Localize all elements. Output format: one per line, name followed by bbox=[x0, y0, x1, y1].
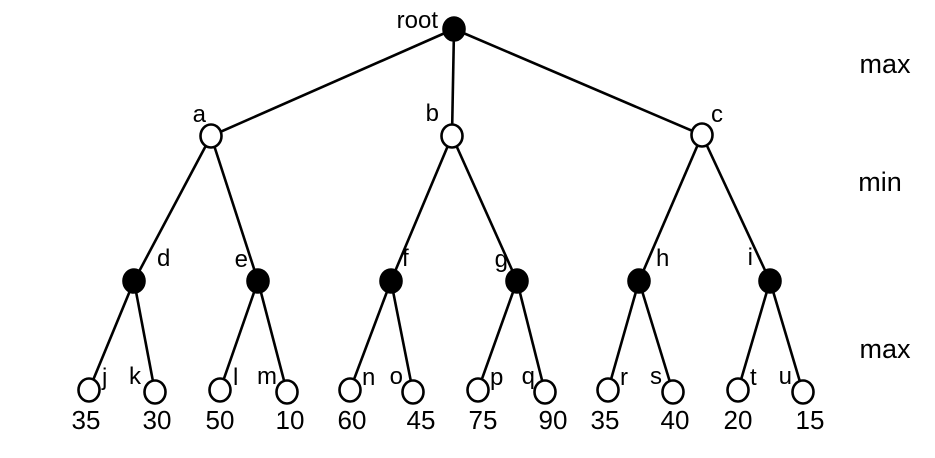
leaf-value-q: 90 bbox=[539, 405, 568, 435]
node-label-l: l bbox=[233, 364, 238, 391]
level-label-1-min: min bbox=[858, 167, 902, 197]
tree-node-t-open-circle bbox=[726, 377, 750, 403]
tree-node-m-open-circle bbox=[275, 379, 299, 405]
tree-edge-b-g bbox=[450, 135, 519, 282]
level-label-2-max: max bbox=[859, 334, 911, 364]
tree-edge-e-l bbox=[218, 280, 260, 391]
tree-edge-i-t bbox=[736, 280, 772, 391]
tree-edge-c-h bbox=[637, 134, 704, 282]
tree-edge-i-u bbox=[768, 280, 805, 393]
tree-edge-g-p bbox=[476, 280, 519, 391]
tree-edge-b-f bbox=[389, 135, 454, 282]
tree-node-l-open-circle bbox=[208, 377, 232, 403]
leaf-value-p: 75 bbox=[469, 405, 498, 435]
node-label-n: n bbox=[362, 364, 375, 391]
tree-node-o-open-circle bbox=[401, 379, 425, 405]
node-label-k: k bbox=[129, 363, 142, 390]
tree-edge-h-r bbox=[606, 280, 641, 391]
tree-node-a-open-circle bbox=[199, 123, 223, 149]
node-label-u: u bbox=[779, 363, 792, 390]
tree-node-h-filled-circle bbox=[627, 268, 651, 294]
node-label-m: m bbox=[257, 363, 277, 390]
tree-node-q-open-circle bbox=[533, 379, 557, 405]
tree-edge-root-b bbox=[450, 28, 456, 137]
level-label-0-max: max bbox=[859, 49, 911, 79]
tree-node-k-open-circle bbox=[143, 379, 167, 405]
tree-node-b-open-circle bbox=[440, 123, 464, 149]
tree-node-s-open-circle bbox=[661, 379, 685, 405]
leaf-value-o: 45 bbox=[407, 405, 436, 435]
tree-node-u-open-circle bbox=[791, 379, 815, 405]
tree-node-d-filled-circle bbox=[122, 268, 146, 294]
leaf-value-s: 40 bbox=[661, 405, 690, 435]
leaf-value-r: 35 bbox=[591, 405, 620, 435]
node-label-j: j bbox=[101, 364, 107, 391]
leaf-value-u: 15 bbox=[796, 405, 825, 435]
tree-node-r-open-circle bbox=[596, 377, 620, 403]
tree-node-g-filled-circle bbox=[505, 268, 529, 294]
tree-edge-e-m bbox=[256, 280, 289, 393]
node-label-e: e bbox=[235, 246, 248, 273]
tree-edge-g-q bbox=[515, 280, 547, 393]
node-label-root: root bbox=[397, 7, 439, 34]
tree-edge-d-k bbox=[132, 280, 157, 393]
tree-node-j-open-circle bbox=[77, 377, 101, 403]
node-label-i: i bbox=[748, 244, 753, 271]
tree-node-n-open-circle bbox=[338, 377, 362, 403]
tree-edge-a-d bbox=[132, 135, 213, 282]
node-label-p: p bbox=[490, 364, 503, 391]
node-label-f: f bbox=[402, 245, 409, 272]
node-label-r: r bbox=[620, 364, 628, 391]
tree-edge-f-n bbox=[348, 280, 393, 391]
leaf-value-k: 30 bbox=[143, 405, 172, 435]
node-label-s: s bbox=[650, 363, 662, 390]
node-label-h: h bbox=[656, 245, 669, 272]
leaf-value-j: 35 bbox=[72, 405, 101, 435]
tree-node-f-filled-circle bbox=[379, 268, 403, 294]
tree-edge-h-s bbox=[637, 280, 675, 393]
tree-node-e-filled-circle bbox=[246, 268, 270, 294]
tree-edge-d-j bbox=[87, 280, 136, 391]
tree-edge-a-e bbox=[209, 135, 260, 282]
tree-edge-root-c bbox=[453, 27, 703, 137]
node-label-g: g bbox=[495, 246, 508, 273]
tree-node-c-open-circle bbox=[690, 122, 714, 148]
tree-edge-f-o bbox=[389, 280, 415, 393]
tree-edge-c-i bbox=[700, 134, 772, 282]
node-label-a: a bbox=[193, 101, 207, 128]
leaf-value-m: 10 bbox=[276, 405, 305, 435]
leaf-value-l: 50 bbox=[206, 405, 235, 435]
node-label-t: t bbox=[750, 364, 757, 391]
node-label-b: b bbox=[426, 100, 439, 127]
node-label-q: q bbox=[522, 363, 535, 390]
node-label-d: d bbox=[157, 245, 170, 272]
tree-node-p-open-circle bbox=[466, 377, 490, 403]
node-label-c: c bbox=[711, 101, 723, 128]
node-label-o: o bbox=[390, 363, 403, 390]
leaf-value-n: 60 bbox=[338, 405, 367, 435]
leaf-value-t: 20 bbox=[724, 405, 753, 435]
tree-edge-root-a bbox=[210, 27, 455, 138]
tree-node-i-filled-circle bbox=[758, 268, 782, 294]
tree-node-root-filled-circle bbox=[442, 16, 466, 42]
